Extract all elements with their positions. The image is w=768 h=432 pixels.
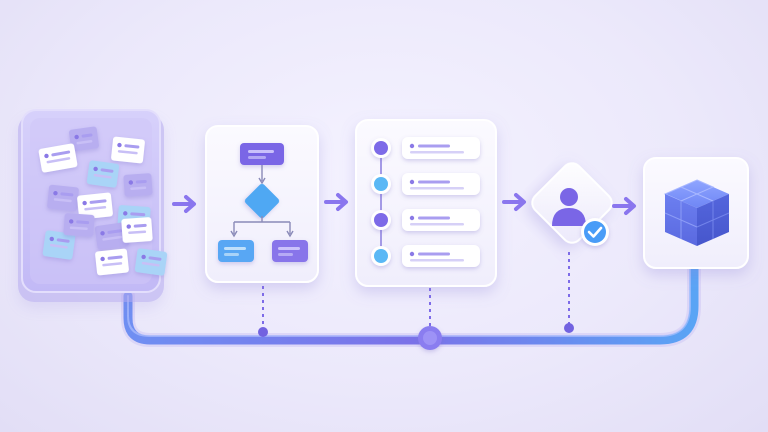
timeline-node: [564, 323, 574, 333]
flowchart-box-right: [272, 240, 308, 262]
check-badge-icon: [581, 218, 609, 246]
timeline-list: [371, 137, 480, 267]
sticky-note: [111, 136, 145, 164]
sticky-note: [95, 248, 129, 276]
timeline-node-main-core: [423, 331, 437, 345]
sticky-note: [77, 192, 113, 220]
sticky-note: [68, 126, 100, 152]
arrow-right-icon: [502, 193, 526, 211]
flowchart-box-left: [218, 240, 254, 262]
list-item: [371, 137, 480, 159]
arrow-right-icon: [172, 195, 196, 213]
cube-blocks-icon: [663, 179, 730, 246]
list-item: [371, 209, 480, 231]
timeline-node: [258, 327, 268, 337]
list-item: [371, 173, 480, 195]
flowchart-decision-diamond: [244, 183, 280, 219]
stage-user-approval: [531, 162, 613, 246]
sticky-note: [134, 248, 168, 276]
sticky-note: [123, 173, 153, 197]
stage-scattered-notes: [18, 109, 168, 302]
sticky-note: [38, 143, 78, 173]
stage-flowchart: [205, 125, 319, 283]
stage-structured-list: [355, 119, 497, 287]
arrow-right-icon: [612, 197, 636, 215]
sticky-note: [121, 217, 153, 243]
sticky-note: [42, 230, 76, 260]
stage-modular-output: [643, 157, 749, 269]
sticky-note: [63, 213, 95, 237]
timeline-connectors: [262, 252, 570, 330]
sticky-note: [94, 222, 130, 250]
sticky-note: [86, 160, 120, 188]
flowchart-start-box: [240, 143, 284, 165]
sticky-notes-group: [38, 126, 168, 276]
pipeline-tube: [121, 255, 701, 347]
sticky-note: [47, 184, 79, 212]
arrow-right-icon: [324, 193, 348, 211]
user-icon: [552, 188, 586, 226]
list-item: [371, 245, 480, 267]
